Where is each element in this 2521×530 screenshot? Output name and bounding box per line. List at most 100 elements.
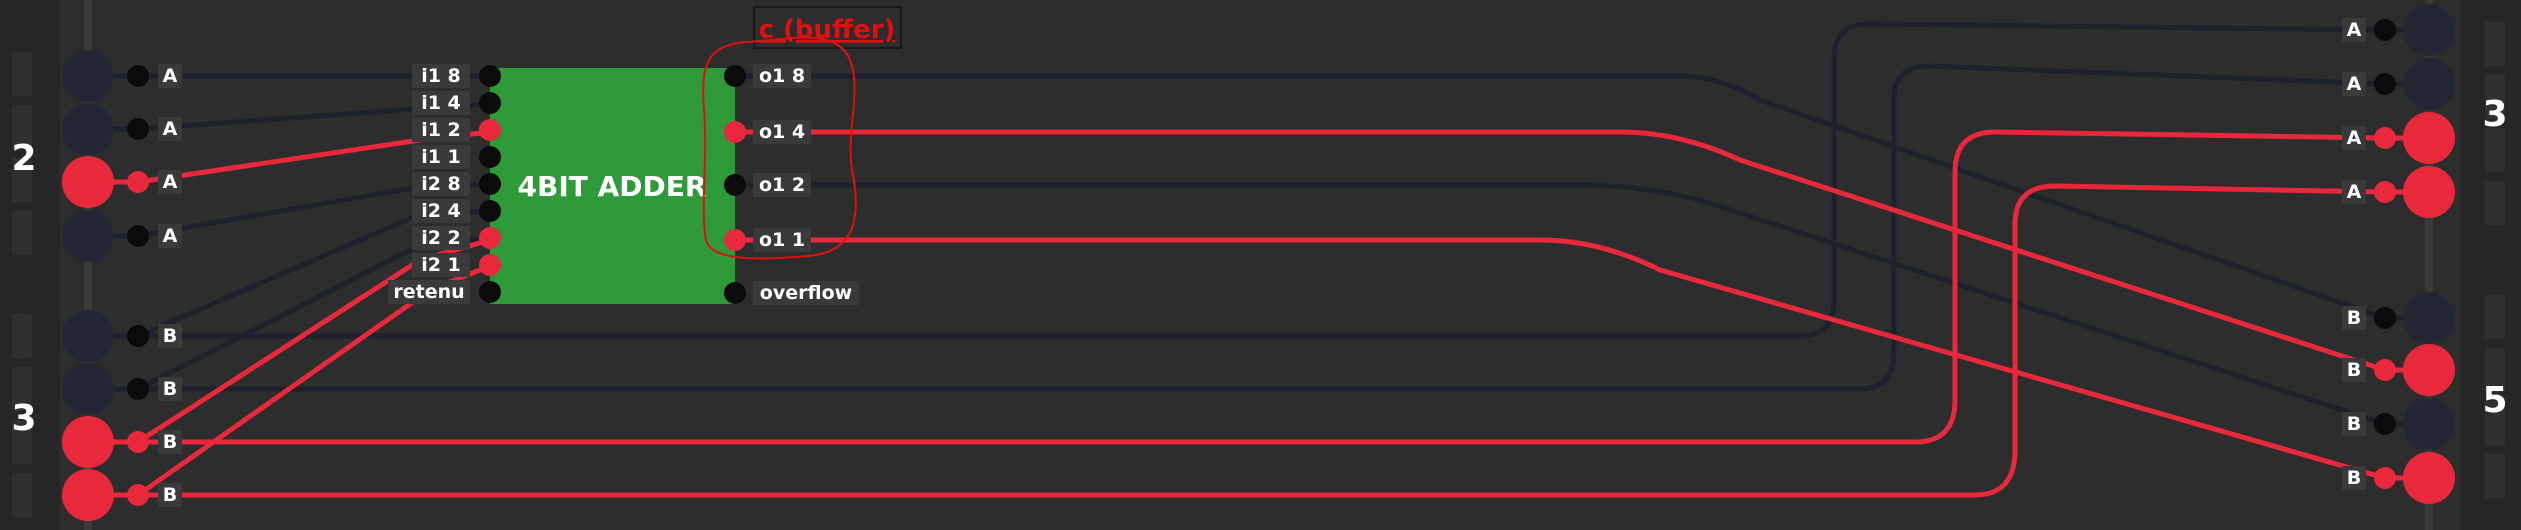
chip-output-label: o1 4 bbox=[759, 121, 805, 143]
chip-output-pin[interactable] bbox=[724, 282, 746, 304]
chip-input-tag: retenu bbox=[388, 280, 470, 304]
left-pin-tag: B bbox=[158, 377, 182, 401]
right-pin-connector[interactable] bbox=[2374, 181, 2396, 203]
chip-input-tag: i1 1 bbox=[412, 145, 470, 169]
left-pin-label: B bbox=[163, 325, 177, 347]
right-pin-tag: A bbox=[2342, 72, 2366, 96]
chip-output-label: o1 2 bbox=[759, 174, 805, 196]
chip-output-pin[interactable] bbox=[724, 174, 746, 196]
left-rail bbox=[84, 0, 92, 530]
left-pin-label: A bbox=[163, 225, 178, 247]
chip-output-pins: o1 8 o1 4 o1 2 o1 1 overflow bbox=[724, 64, 859, 305]
chip-output-label: overflow bbox=[760, 282, 852, 304]
right-pin-label: A bbox=[2347, 19, 2362, 41]
chip-input-pin[interactable] bbox=[479, 119, 501, 141]
buffer-annotation bbox=[702, 6, 902, 260]
left-io-toggle[interactable] bbox=[62, 310, 114, 362]
right-pin-connector[interactable] bbox=[2374, 127, 2396, 149]
left-pin-tag: A bbox=[158, 64, 182, 88]
left-pin-connector[interactable] bbox=[127, 118, 149, 140]
left-io-toggle[interactable] bbox=[62, 156, 114, 208]
left-pin-connector[interactable] bbox=[127, 171, 149, 193]
right-io-indicator bbox=[2403, 292, 2455, 344]
left-pin-tag: B bbox=[158, 430, 182, 454]
chip-input-tag: i1 2 bbox=[412, 118, 470, 142]
left-io-toggle[interactable] bbox=[62, 416, 114, 468]
chip-input-pin[interactable] bbox=[479, 254, 501, 276]
chip-input-pin[interactable] bbox=[479, 227, 501, 249]
right-pin-connector[interactable] bbox=[2374, 19, 2396, 41]
chip-input-pin[interactable] bbox=[479, 65, 501, 87]
chip-input-pin[interactable] bbox=[479, 200, 501, 222]
right-pin-tag: B bbox=[2342, 306, 2366, 330]
chip-input-label: i1 1 bbox=[421, 146, 461, 168]
left-io-toggle[interactable] bbox=[62, 103, 114, 155]
chip-input-pins: i1 8 i1 4 i1 2 i1 1 i2 8 i2 4 i2 2 i2 1 retenu bbox=[388, 64, 501, 304]
right-panel-slots bbox=[2485, 22, 2505, 498]
left-pin-connector[interactable] bbox=[127, 378, 149, 400]
right-pin-connector[interactable] bbox=[2374, 413, 2396, 435]
right-io-indicator bbox=[2403, 4, 2455, 56]
right-group-a-value: 3 bbox=[2482, 94, 2507, 135]
wire-o1-2-to-out-b2 bbox=[732, 182, 2388, 427]
right-pin-label: B bbox=[2347, 467, 2361, 489]
chip-input-tag: i1 4 bbox=[412, 91, 470, 115]
left-io-toggle[interactable] bbox=[62, 210, 114, 262]
chip-input-tag: i2 8 bbox=[412, 172, 470, 196]
chip-input-pin[interactable] bbox=[479, 146, 501, 168]
chip-output-pin[interactable] bbox=[724, 229, 746, 251]
chip-output-tag: o1 8 bbox=[753, 64, 811, 88]
left-group-a-value: 2 bbox=[11, 138, 36, 179]
chip-input-tag: i1 8 bbox=[412, 64, 470, 88]
right-io-indicator bbox=[2403, 166, 2455, 218]
right-pin-label: B bbox=[2347, 359, 2361, 381]
left-io-toggle[interactable] bbox=[62, 469, 114, 521]
chip-output-label: o1 8 bbox=[759, 65, 805, 87]
right-pin-label: A bbox=[2347, 181, 2362, 203]
chip-input-label: i1 8 bbox=[421, 65, 461, 87]
wire-b2-to-out-a2 bbox=[135, 129, 2388, 445]
left-pin-connector[interactable] bbox=[127, 325, 149, 347]
right-io-indicator bbox=[2403, 344, 2455, 396]
wires[interactable] bbox=[135, 21, 2388, 498]
chip-input-label: i2 2 bbox=[421, 227, 461, 249]
chip-input-pin[interactable] bbox=[479, 92, 501, 114]
right-pin-connector[interactable] bbox=[2374, 359, 2396, 381]
chip-input-label: i1 4 bbox=[421, 92, 461, 114]
left-pin-connector[interactable] bbox=[127, 431, 149, 453]
chip-output-pin[interactable] bbox=[724, 65, 746, 87]
annotation-label-box bbox=[753, 6, 902, 49]
right-group-b-value: 5 bbox=[2482, 380, 2507, 421]
wire-b4-to-out-a4 bbox=[135, 63, 2388, 392]
left-pin-connector[interactable] bbox=[127, 484, 149, 506]
right-pin-tag: A bbox=[2342, 126, 2366, 150]
left-pin-connector[interactable] bbox=[127, 225, 149, 247]
chip-output-tag: overflow bbox=[753, 281, 859, 305]
right-pin-label: B bbox=[2347, 307, 2361, 329]
left-pin-label: A bbox=[163, 118, 178, 140]
right-pin-tag: A bbox=[2342, 180, 2366, 204]
right-pin-connector[interactable] bbox=[2374, 307, 2396, 329]
right-pin-tag: B bbox=[2342, 358, 2366, 382]
chip-input-label: i2 4 bbox=[421, 200, 461, 222]
adder-chip[interactable] bbox=[490, 68, 735, 304]
left-group-b-value: 3 bbox=[11, 398, 36, 439]
left-pin-label: A bbox=[163, 171, 178, 193]
chip-output-label: o1 1 bbox=[759, 229, 805, 251]
left-io-toggle[interactable] bbox=[62, 363, 114, 415]
left-pin-tag: A bbox=[158, 170, 182, 194]
left-pin-connector[interactable] bbox=[127, 65, 149, 87]
left-pin-tag: B bbox=[158, 324, 182, 348]
left-pin-tag: A bbox=[158, 117, 182, 141]
left-io-toggle[interactable] bbox=[62, 50, 114, 102]
chip-input-tag: i2 1 bbox=[412, 253, 470, 277]
chip-output-pin[interactable] bbox=[724, 121, 746, 143]
chip-input-pin[interactable] bbox=[479, 281, 501, 303]
right-pin-connector[interactable] bbox=[2374, 467, 2396, 489]
right-pin-connector[interactable] bbox=[2374, 73, 2396, 95]
wire-o1-1-to-out-b1 bbox=[732, 237, 2388, 481]
chip-input-pin[interactable] bbox=[479, 173, 501, 195]
wire-b1-to-out-a1 bbox=[135, 183, 2388, 498]
